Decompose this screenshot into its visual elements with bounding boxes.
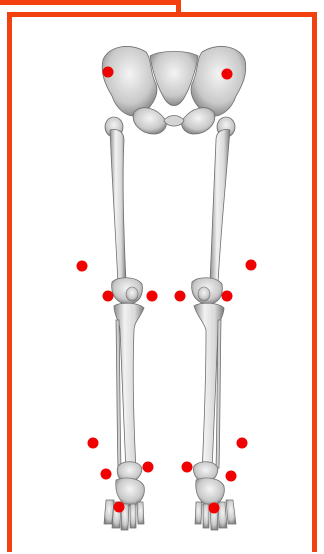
landmark-marker-13[interactable] — [182, 462, 193, 473]
femur-left — [105, 117, 142, 304]
patella-right — [198, 287, 210, 301]
landmark-marker-4[interactable] — [246, 260, 257, 271]
landmark-marker-14[interactable] — [226, 471, 237, 482]
skeleton-canvas[interactable] — [12, 17, 312, 554]
model-viewport[interactable] — [12, 17, 312, 554]
landmark-marker-9[interactable] — [88, 438, 99, 449]
landmark-marker-1[interactable] — [103, 67, 114, 78]
landmark-marker-3[interactable] — [77, 261, 88, 272]
landmark-marker-15[interactable] — [114, 502, 125, 513]
landmark-marker-11[interactable] — [101, 469, 112, 480]
landmark-marker-8[interactable] — [222, 291, 233, 302]
tibia-fibula-right — [193, 303, 224, 482]
frame-top-edge — [0, 0, 181, 5]
landmark-marker-2[interactable] — [222, 69, 233, 80]
femur-right — [192, 117, 235, 304]
patella-left — [126, 287, 138, 301]
landmark-marker-6[interactable] — [147, 291, 158, 302]
frame-tab — [176, 0, 181, 12]
landmark-marker-7[interactable] — [175, 291, 186, 302]
landmark-marker-10[interactable] — [237, 438, 248, 449]
landmark-marker-12[interactable] — [143, 462, 154, 473]
landmark-marker-16[interactable] — [209, 503, 220, 514]
tibia-fibula-left — [114, 303, 144, 482]
landmark-marker-5[interactable] — [103, 291, 114, 302]
foot-left — [104, 478, 144, 530]
